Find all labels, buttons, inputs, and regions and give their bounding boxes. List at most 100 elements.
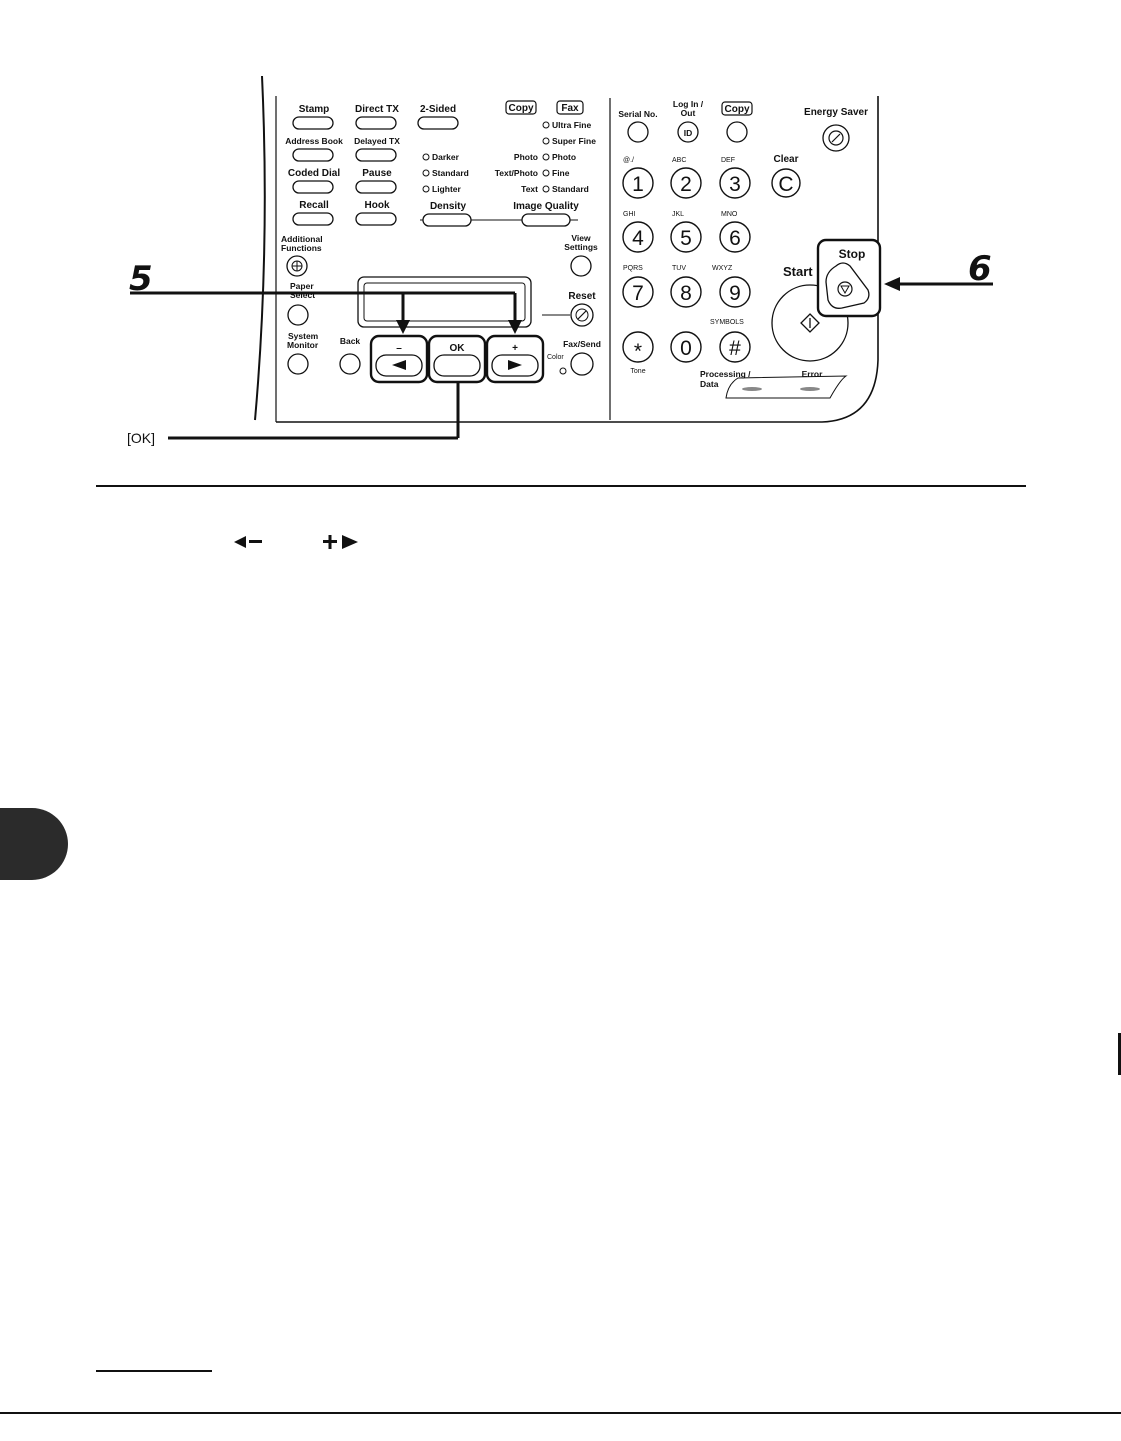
step-6-callout: 6	[968, 249, 992, 289]
reset-icon	[575, 308, 589, 322]
margin-marker	[1118, 1033, 1121, 1075]
paper-select-button[interactable]	[287, 304, 309, 326]
color-label: Color	[547, 354, 564, 361]
pause-button[interactable]	[355, 180, 397, 194]
hook-button[interactable]	[355, 212, 397, 226]
key-9-letters: WXYZ	[712, 265, 733, 272]
stop-icon	[837, 281, 853, 297]
copy-quality-photo: Photo	[514, 152, 538, 162]
clear-glyph: C	[778, 173, 793, 196]
stamp-label: Stamp	[299, 104, 330, 115]
lcd-screen	[363, 282, 526, 322]
fax-send-button[interactable]	[570, 352, 594, 376]
density-button[interactable]	[422, 213, 472, 227]
fax-quality-fine: Fine	[552, 168, 570, 178]
error-lamp	[800, 387, 820, 391]
additional-functions-label-1: Additional	[281, 234, 323, 244]
energy-saver-icon	[828, 130, 844, 146]
copy-mode-tag: Copy	[509, 103, 534, 114]
control-panel-diagram: Stamp Direct TX 2-Sided Address Book Del…	[127, 75, 993, 446]
system-monitor-label-2: Monitor	[287, 340, 319, 350]
start-icon	[800, 313, 820, 333]
clear-button[interactable]	[771, 168, 801, 198]
view-settings-button[interactable]	[570, 255, 592, 277]
direct-tx-label: Direct TX	[355, 104, 399, 115]
fax-mode-tag-frame	[556, 100, 584, 115]
key-8[interactable]	[670, 276, 702, 308]
error-label: Error	[802, 369, 823, 379]
delayed-tx-button[interactable]	[355, 148, 397, 162]
color-indicator	[559, 367, 567, 375]
copy-key-frame	[721, 101, 753, 116]
address-book-button[interactable]	[292, 148, 334, 162]
log-in-out-button[interactable]	[677, 121, 699, 143]
fax-quality-levels: Ultra Fine Super Fine Photo Fine Standar…	[542, 120, 596, 194]
density-lighter: Lighter	[432, 184, 461, 194]
system-monitor-label-1: System	[288, 331, 319, 341]
serial-no-button[interactable]	[627, 121, 649, 143]
coded-dial-button[interactable]	[292, 180, 334, 194]
minus-left-symbol-icon	[234, 536, 246, 548]
numeric-keypad: @./ 1 ABC 2 DEF 3 GHI 4 JKL 5 MNO 6 PQRS…	[622, 157, 751, 375]
minus-symbol-icon	[249, 540, 262, 543]
view-settings-label-1: View	[571, 233, 591, 243]
copy-quality-levels: Photo Text/Photo Text	[495, 152, 538, 194]
key-5[interactable]	[670, 221, 702, 253]
indicator-strip	[725, 375, 848, 399]
fax-quality-ultra-fine: Ultra Fine	[552, 120, 591, 130]
back-button[interactable]	[339, 353, 361, 375]
processing-lamp	[742, 387, 762, 391]
footnote-rule	[96, 1370, 212, 1372]
stop-label: Stop	[839, 247, 866, 261]
chapter-tab	[0, 808, 68, 880]
view-settings-label-2: Settings	[564, 242, 598, 252]
recall-button[interactable]	[292, 212, 334, 226]
plus-label: +	[512, 343, 518, 354]
key-4-letters: GHI	[623, 211, 636, 218]
key-star-digit: *	[634, 340, 642, 363]
recall-label: Recall	[299, 200, 329, 211]
key-0[interactable]	[670, 331, 702, 363]
two-sided-button[interactable]	[417, 116, 459, 130]
step-5-arrow-left-icon	[396, 320, 410, 334]
paper-select-label-1: Paper	[290, 281, 314, 291]
copy-button[interactable]	[726, 121, 748, 143]
left-arrow-icon	[392, 360, 406, 370]
fax-mode-tag: Fax	[561, 103, 579, 114]
key-hash[interactable]	[719, 331, 751, 363]
image-quality-button[interactable]	[521, 213, 571, 227]
key-4[interactable]	[622, 221, 654, 253]
key-1[interactable]	[622, 167, 654, 199]
system-monitor-button[interactable]	[287, 353, 309, 375]
density-darker: Darker	[432, 152, 460, 162]
key-hash-letters: SYMBOLS	[710, 319, 744, 326]
stamp-button[interactable]	[292, 116, 334, 130]
key-1-letters: @./	[623, 157, 634, 164]
plus-key-highlight	[485, 334, 545, 384]
paper-select-label-2: Select	[290, 290, 315, 300]
energy-saver-label: Energy Saver	[804, 107, 868, 118]
hook-label: Hook	[365, 200, 390, 211]
key-7[interactable]	[622, 276, 654, 308]
key-7-digit: 7	[632, 282, 644, 305]
key-3[interactable]	[719, 167, 751, 199]
step-5-arrow-right-icon	[508, 320, 522, 334]
key-9[interactable]	[719, 276, 751, 308]
log-in-out-label-1: Log In /	[673, 99, 704, 109]
key-6-letters: MNO	[721, 211, 738, 218]
key-2-digit: 2	[680, 173, 692, 196]
delayed-tx-label: Delayed TX	[354, 136, 400, 146]
footer-rule	[0, 1412, 1121, 1414]
density-label: Density	[430, 201, 467, 212]
key-star[interactable]	[622, 331, 654, 363]
key-6[interactable]	[719, 221, 751, 253]
image-quality-label: Image Quality	[513, 201, 579, 212]
key-2[interactable]	[670, 167, 702, 199]
tone-label: Tone	[630, 368, 645, 375]
copy-key-label: Copy	[725, 104, 750, 115]
direct-tx-button[interactable]	[355, 116, 397, 130]
copy-mode-tag-frame	[505, 100, 537, 115]
key-8-letters: TUV	[672, 265, 686, 272]
ok-caption: [OK]	[127, 430, 155, 446]
ok-button[interactable]	[433, 354, 481, 377]
